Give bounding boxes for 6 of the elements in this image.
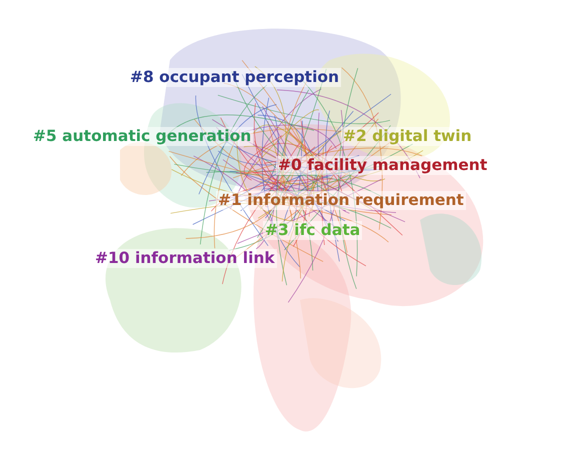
- cluster-label: #0 facility management: [276, 156, 490, 175]
- cluster-label: #8 occupant perception: [128, 68, 342, 87]
- cluster-label: #1 information requirement: [216, 191, 466, 210]
- cluster-label: #10 information link: [93, 249, 277, 268]
- cluster-label: #5 automatic generation: [31, 127, 254, 146]
- cluster-label: #3 ifc data: [263, 221, 362, 240]
